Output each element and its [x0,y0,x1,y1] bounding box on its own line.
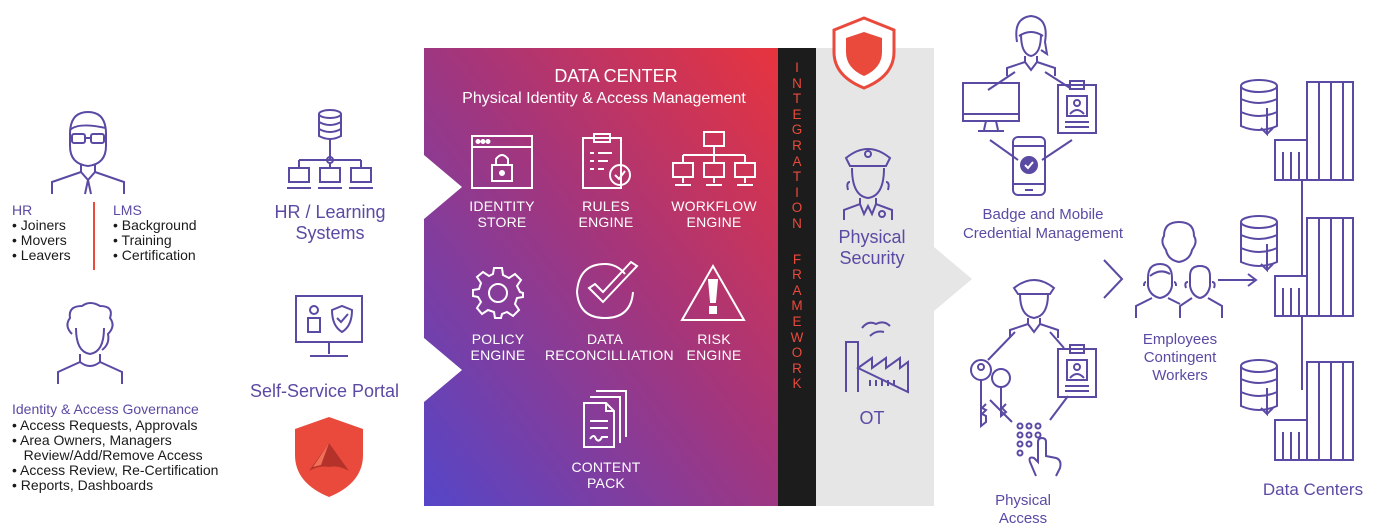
integration-letter: N [792,215,802,231]
self-service-kiosk-icon [295,295,363,357]
woman-user-icon [1006,14,1056,76]
list-item: • Access Review, Re-Certification [12,462,219,478]
list-item: • Reports, Dashboards [12,477,154,493]
hr-lms-divider [93,202,95,270]
data-center-building-icon [1240,215,1354,317]
mobile-phone-icon [1012,136,1046,196]
framework-letter: E [792,313,802,329]
data-center-building-icon [1240,359,1354,461]
hr-list: • Joiners • Movers • Leavers [12,218,71,263]
lms-list: • Background • Training • Certification [113,218,197,263]
self-service-portal-label: Self-Service Portal [250,381,400,401]
framework-letter: R [792,267,802,283]
access-badge-icon [1057,344,1097,398]
list-item: • Area Owners, Managers [12,432,172,448]
integration-letter: T [792,169,802,185]
hr-title: HR [12,202,33,218]
red-shield-icon [832,16,896,90]
integration-letter: I [795,60,799,75]
factory-icon [845,321,909,394]
police-officer-icon [1009,279,1059,338]
framework-letter: M [791,298,803,314]
list-item: Review/Add/Remove Access [23,447,203,463]
identity-store-icon [471,135,533,189]
monitor-icon [962,82,1020,132]
keys-icon [970,359,1011,429]
integration-framework-bar: I N T E G R A T I O N F R A M E W O R K [778,48,816,506]
iag-list: • Access Requests, Approvals • Area Owne… [12,418,218,493]
badge-diamond-lines [987,71,1073,161]
gear-icon [472,267,524,319]
gray-panel [816,48,972,506]
integration-letter: O [791,200,803,216]
list-item: • Movers [12,232,67,248]
arrow-right-icon [1218,273,1258,287]
workflow-engine-icon [672,131,756,186]
list-item: • Joiners [12,217,66,233]
data-centers-label: Data Centers [1262,480,1364,499]
framework-letter: O [791,345,803,361]
shield-logo-icon [295,417,363,497]
id-badge-icon [1057,80,1097,134]
integration-letter: E [792,106,802,122]
framework-letter: W [790,329,804,345]
framework-letter: F [792,251,802,267]
framework-letter: K [792,376,802,392]
check-circle-icon [575,260,639,320]
network-database-icon [287,109,373,189]
iag-title: Identity & Access Governance [12,401,199,417]
documents-icon [583,390,627,448]
ot-label: OT [859,408,885,428]
list-item: • Certification [113,247,196,263]
integration-letter: I [795,184,799,200]
integration-letter: G [791,122,803,138]
integration-letter: R [792,137,802,153]
data-center-title: DATA CENTER [554,66,678,86]
integration-letter: A [792,153,802,169]
lms-title: LMS [113,202,142,218]
integration-letter: N [792,75,802,91]
hr-person-icon [51,110,125,195]
keypad-touch-icon [1016,422,1062,477]
security-guard-icon [843,148,893,220]
warning-triangle-icon [680,263,746,321]
list-item: • Background [113,217,197,233]
data-center-building-icon [1240,79,1354,181]
framework-letter: R [792,360,802,376]
integration-letter: T [792,91,802,107]
list-item: • Access Requests, Approvals [12,417,198,433]
list-item: • Training [113,232,172,248]
governance-person-icon [57,302,123,384]
framework-letter: A [792,282,802,298]
employees-group-icon [1135,220,1223,318]
rules-engine-icon [582,133,631,189]
chevron-right-icon [1103,259,1124,299]
data-center-subtitle: Physical Identity & Access Management [462,90,746,107]
list-item: • Leavers [12,247,71,263]
